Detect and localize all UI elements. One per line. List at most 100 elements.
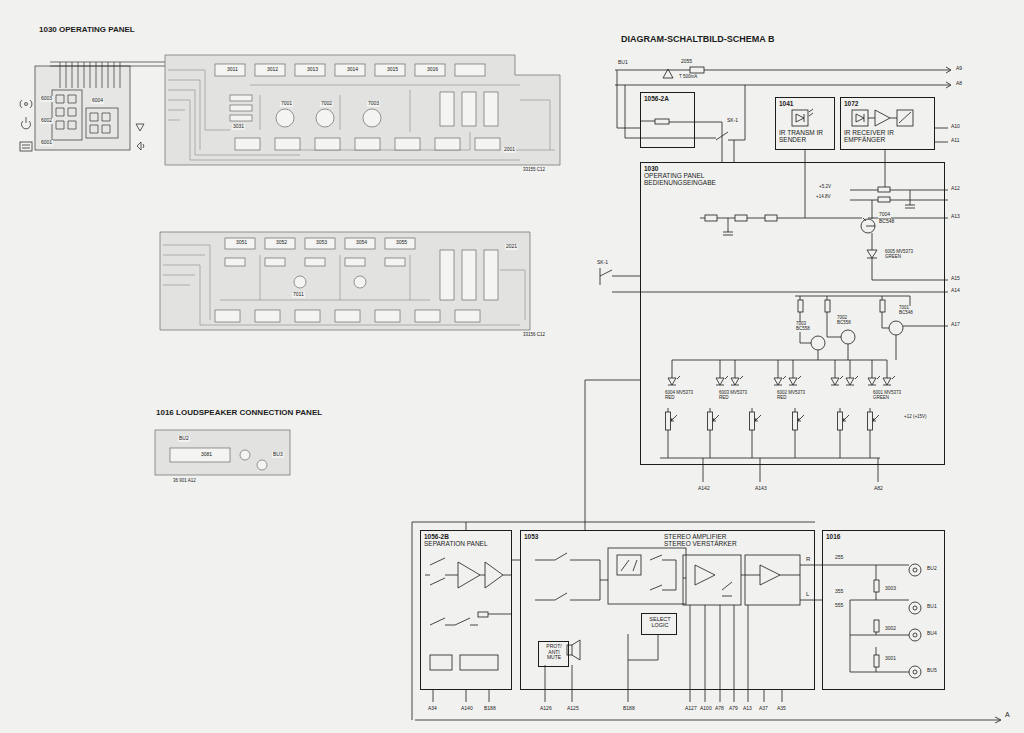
pcb-operating-panel-rear [163, 245, 525, 325]
pcb-operating-panel [475, 138, 500, 150]
part-label: 3003 [884, 586, 897, 592]
pcb-operating-panel [440, 92, 454, 126]
panel-icons [20, 100, 32, 108]
pcb-operating-panel [455, 64, 485, 76]
voltage-label: +12 (+15V) [903, 415, 928, 420]
pcb-operating-panel-rear [440, 250, 454, 300]
part-label: BU2 [926, 566, 938, 572]
schematic-wiring [425, 558, 512, 588]
pcb-loudspeaker-panel [170, 448, 230, 462]
panel-icons [21, 117, 30, 129]
part-label: 6002 [40, 118, 53, 124]
potentiometer-symbol [710, 408, 719, 458]
potentiometer-symbol [708, 412, 713, 430]
schematic-wiring [572, 640, 580, 660]
part-label: 7003 BC558 [795, 322, 821, 332]
schematic-wiring [880, 300, 885, 312]
led-symbol [668, 376, 895, 385]
pcb-operating-panel [316, 109, 334, 127]
schematic-wiring [946, 67, 951, 88]
potentiometer-symbol [868, 412, 873, 430]
schematic-wiring [889, 321, 903, 335]
schematic-wiring [705, 215, 717, 221]
signal-name: A82 [873, 486, 884, 492]
operating-panel-front [56, 95, 110, 133]
part-label: 6003 [40, 96, 53, 102]
schematic-wiring [795, 296, 910, 306]
schematic-wiring [535, 553, 608, 600]
pcb-operating-panel-rear [305, 238, 335, 249]
signal-name: A34 [427, 706, 438, 712]
pcb-operating-panel-rear [345, 238, 375, 249]
led-symbol [774, 376, 786, 385]
box-text: IR TRANSM IR SENDER [779, 129, 827, 143]
signal-name: A78 [714, 706, 725, 712]
potentiometer-symbol [795, 408, 804, 458]
signal-name: B188 [622, 706, 636, 712]
channel-label: L [805, 591, 810, 598]
schematic-wiring [478, 612, 488, 617]
operating-panel-front [52, 90, 82, 140]
pcb-operating-panel-rear [385, 258, 405, 266]
pcb-operating-panel-rear [455, 310, 480, 322]
signal-name: A127 [684, 706, 698, 712]
part-label: BU2 [178, 436, 190, 442]
schematic-wiring [640, 85, 745, 162]
box-text: IR RECEIVER IR EMPFÄNGER [844, 129, 896, 143]
signal-name: A35 [776, 706, 787, 712]
part-label: 3013 [306, 67, 319, 73]
panel-icons [137, 142, 144, 150]
ir-receiver-box: 1072IR RECEIVER IR EMPFÄNGER [840, 97, 935, 150]
schematic-wiring [852, 110, 868, 126]
signal-name: A125 [566, 706, 580, 712]
logic-block: SELECT LOGIC [641, 613, 677, 635]
schematic-wiring [913, 633, 917, 637]
pcb-operating-panel-rear [160, 232, 530, 330]
pcb-operating-panel [165, 55, 560, 165]
pcb-operating-panel-rear [415, 310, 440, 322]
schematic-wiring [660, 458, 880, 482]
schematic-wiring [913, 568, 917, 572]
pcb-operating-panel-rear [375, 310, 400, 322]
module-box: 1056-2A [640, 92, 695, 148]
pcb-operating-panel [355, 138, 380, 150]
schematic-wiring [798, 300, 803, 312]
pcb-operating-panel [275, 138, 300, 150]
schematic-wiring [460, 655, 498, 670]
schematic-wiring [617, 555, 641, 575]
potentiometer-symbol [870, 408, 879, 458]
schematic-wiring [723, 218, 733, 235]
signal-name: A8 [955, 81, 963, 87]
led-symbol [789, 376, 801, 385]
part-label: BU5 [926, 668, 938, 674]
schematic-wiring [811, 336, 825, 350]
signal-name: A17 [950, 322, 961, 328]
schematic-wiring [745, 555, 800, 605]
signal-name: A13 [950, 214, 961, 220]
pcb-operating-panel [215, 64, 245, 76]
pcb-operating-panel-rear [265, 238, 295, 249]
stereo-amplifier-box: 1053STEREO AMPLIFIER STEREO VERSTÄRKERSE… [520, 530, 815, 690]
schematic-wiring [874, 655, 879, 667]
schematic-wiring [861, 219, 875, 233]
drawing-number: 36 901 A12 [172, 479, 197, 484]
pcb-operating-panel [295, 64, 325, 76]
part-label: 6003 MV5373 RED [718, 391, 750, 401]
signal-name: BU1 [617, 60, 629, 66]
pcb-operating-panel-rear [225, 258, 245, 266]
signal-name: B188 [483, 706, 497, 712]
signal-name: A142 [697, 486, 711, 492]
pcb-operating-panel-rear [215, 310, 240, 322]
schematic-wiring [735, 215, 747, 221]
pcb-operating-panel [462, 92, 476, 126]
schematic-wiring [655, 119, 669, 124]
wire-connector [695, 122, 722, 162]
schematic-wiring [850, 190, 948, 208]
potentiometer-symbol [793, 412, 798, 430]
signal-name: A79 [728, 706, 739, 712]
pcb-loudspeaker-panel [257, 460, 267, 470]
schematic-wiring [913, 606, 917, 610]
